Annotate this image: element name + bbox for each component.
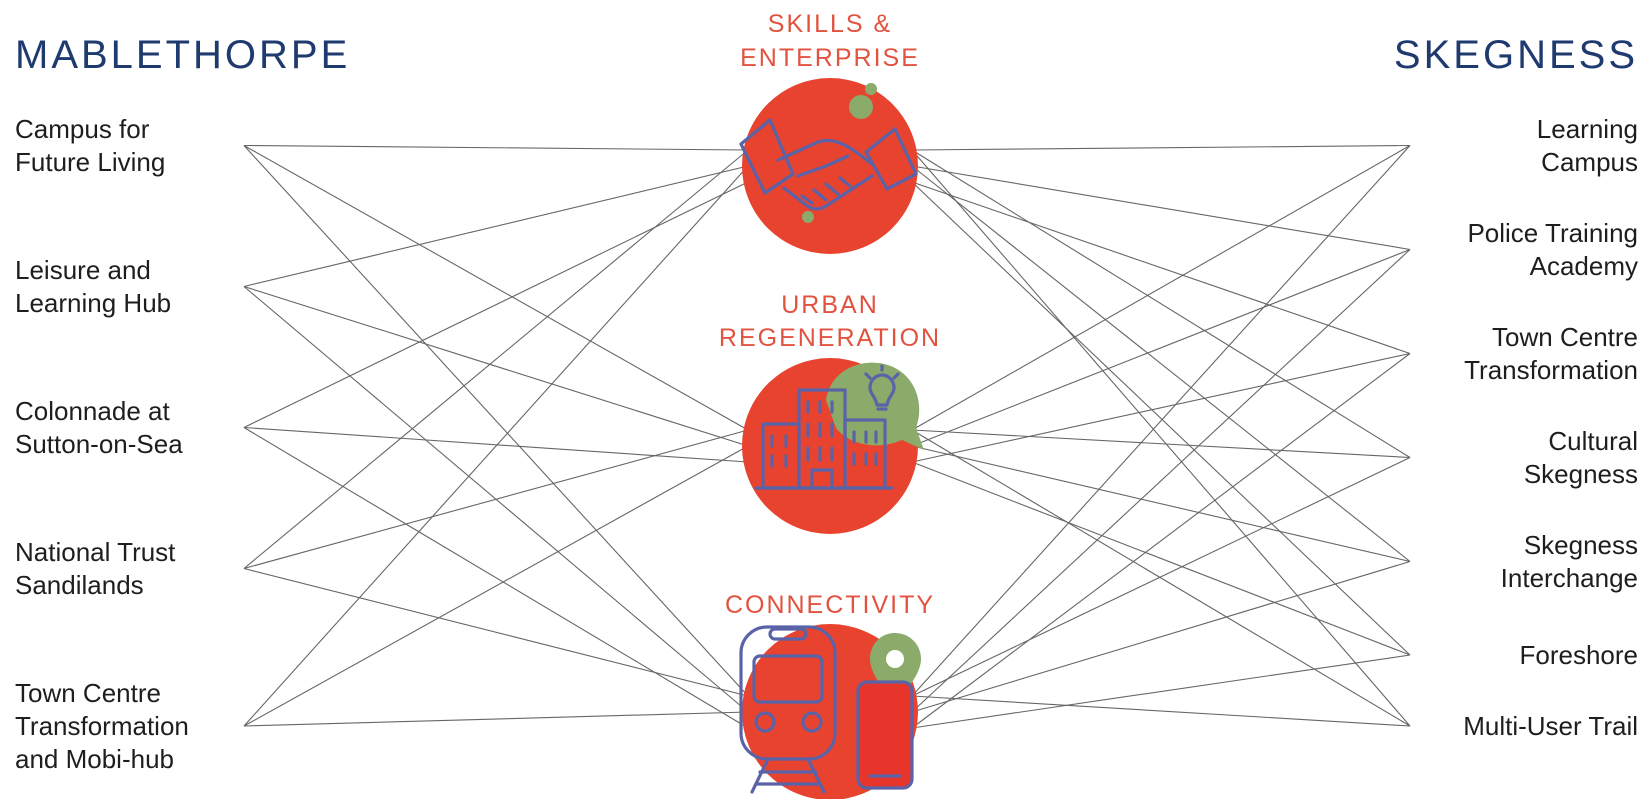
urban-regeneration-theme (742, 358, 924, 534)
skegness-project-line: Interchange (1501, 563, 1638, 593)
connector-line (911, 145, 1411, 431)
skegness-project-line: Skegness (1524, 530, 1638, 560)
connector-line (911, 248, 1411, 447)
skegness-project-line: Transformation (1464, 355, 1638, 385)
connector-line (243, 427, 749, 729)
skegness-project-line: Campus (1541, 147, 1638, 177)
skegness-project: Foreshore (1520, 640, 1639, 670)
connector-line (243, 181, 749, 428)
train-phone-pin-icon (739, 625, 921, 794)
connector-line (911, 429, 1411, 727)
mablethorpe-project-line: National Trust (15, 537, 176, 567)
connector-line (243, 144, 749, 151)
connector-line (243, 145, 749, 431)
mablethorpe-project-line: Future Living (15, 147, 165, 177)
skegness-project-line: Foreshore (1520, 640, 1639, 670)
connectivity-theme (739, 624, 921, 799)
connector-line (911, 445, 1411, 563)
connector-line (243, 165, 749, 727)
connector-line (911, 654, 1411, 729)
theme-label-line: URBAN (781, 291, 879, 319)
skegness-heading: SKEGNESS (1394, 33, 1638, 77)
connector-line (911, 249, 1411, 713)
mablethorpe-project-line: Sutton-on-Sea (15, 429, 183, 459)
mablethorpe-project-line: Leisure and (15, 255, 151, 285)
skegness-project-line: Skegness (1524, 459, 1638, 489)
connector-line (911, 695, 1411, 727)
mablethorpe-project-line: Town Centre (15, 678, 161, 708)
skegness-project-line: Cultural (1548, 426, 1638, 456)
connector-line (243, 165, 749, 288)
connector-line (911, 165, 1411, 562)
connector-line (911, 145, 1411, 697)
skills-enterprise-circle (742, 78, 918, 254)
handshake-icon (739, 83, 918, 223)
mablethorpe-heading: MABLETHORPE (15, 33, 350, 77)
theme-label-line: SKILLS & (768, 10, 892, 38)
skegness-project-line: Police Training (1467, 218, 1638, 248)
connector-line (243, 145, 749, 697)
mablethorpe-project-line: and Mobi-hub (15, 744, 174, 774)
connector-line (911, 429, 1411, 459)
connector-line (911, 352, 1411, 463)
skegness-project-line: Town Centre (1492, 322, 1638, 352)
building-lightbulb-icon (754, 362, 924, 490)
connector-line (243, 149, 749, 569)
connector-line (911, 461, 1411, 656)
mablethorpe-project-line: Transformation (15, 711, 189, 741)
theme-label-line: ENTERPRISE (740, 44, 920, 72)
connector-line (243, 429, 749, 570)
connector-line (243, 445, 749, 727)
theme-label-line: REGENERATION (719, 324, 941, 352)
theme-label: CONNECTIVITY (725, 591, 935, 619)
theme-label: URBAN REGENERATION (719, 291, 941, 352)
connector-line (243, 285, 749, 447)
connector-line (911, 165, 1411, 251)
mablethorpe-project-line: Campus for (15, 114, 150, 144)
mablethorpe-project-line: Learning Hub (15, 288, 171, 318)
connector-line (911, 149, 1411, 458)
connector-lines (243, 144, 1411, 729)
theme-label-line: CONNECTIVITY (725, 591, 935, 619)
connector-line (911, 144, 1411, 151)
theme-labels: SKILLS & ENTERPRISE URBAN REGENERATION CONNE… (719, 10, 941, 619)
connector-line (911, 560, 1411, 713)
connector-line (243, 567, 749, 697)
connector-line (911, 181, 1411, 656)
connector-line (911, 353, 1411, 729)
mablethorpe-project-line: Colonnade at (15, 396, 170, 426)
skegness-project-line: Academy (1530, 251, 1638, 281)
skegness-project-line: Learning (1537, 114, 1638, 144)
skills-enterprise-theme (739, 78, 918, 254)
skegness-project-line: Multi-User Trail (1463, 711, 1638, 741)
connector-line (911, 457, 1411, 697)
connector-line (243, 426, 749, 463)
mablethorpe-project-line: Sandilands (15, 570, 144, 600)
connector-line (243, 711, 749, 727)
theme-label: SKILLS & ENTERPRISE (740, 10, 920, 72)
connector-line (911, 149, 1411, 727)
skegness-project: Multi-User Trail (1463, 711, 1638, 741)
connector-line (911, 181, 1411, 355)
